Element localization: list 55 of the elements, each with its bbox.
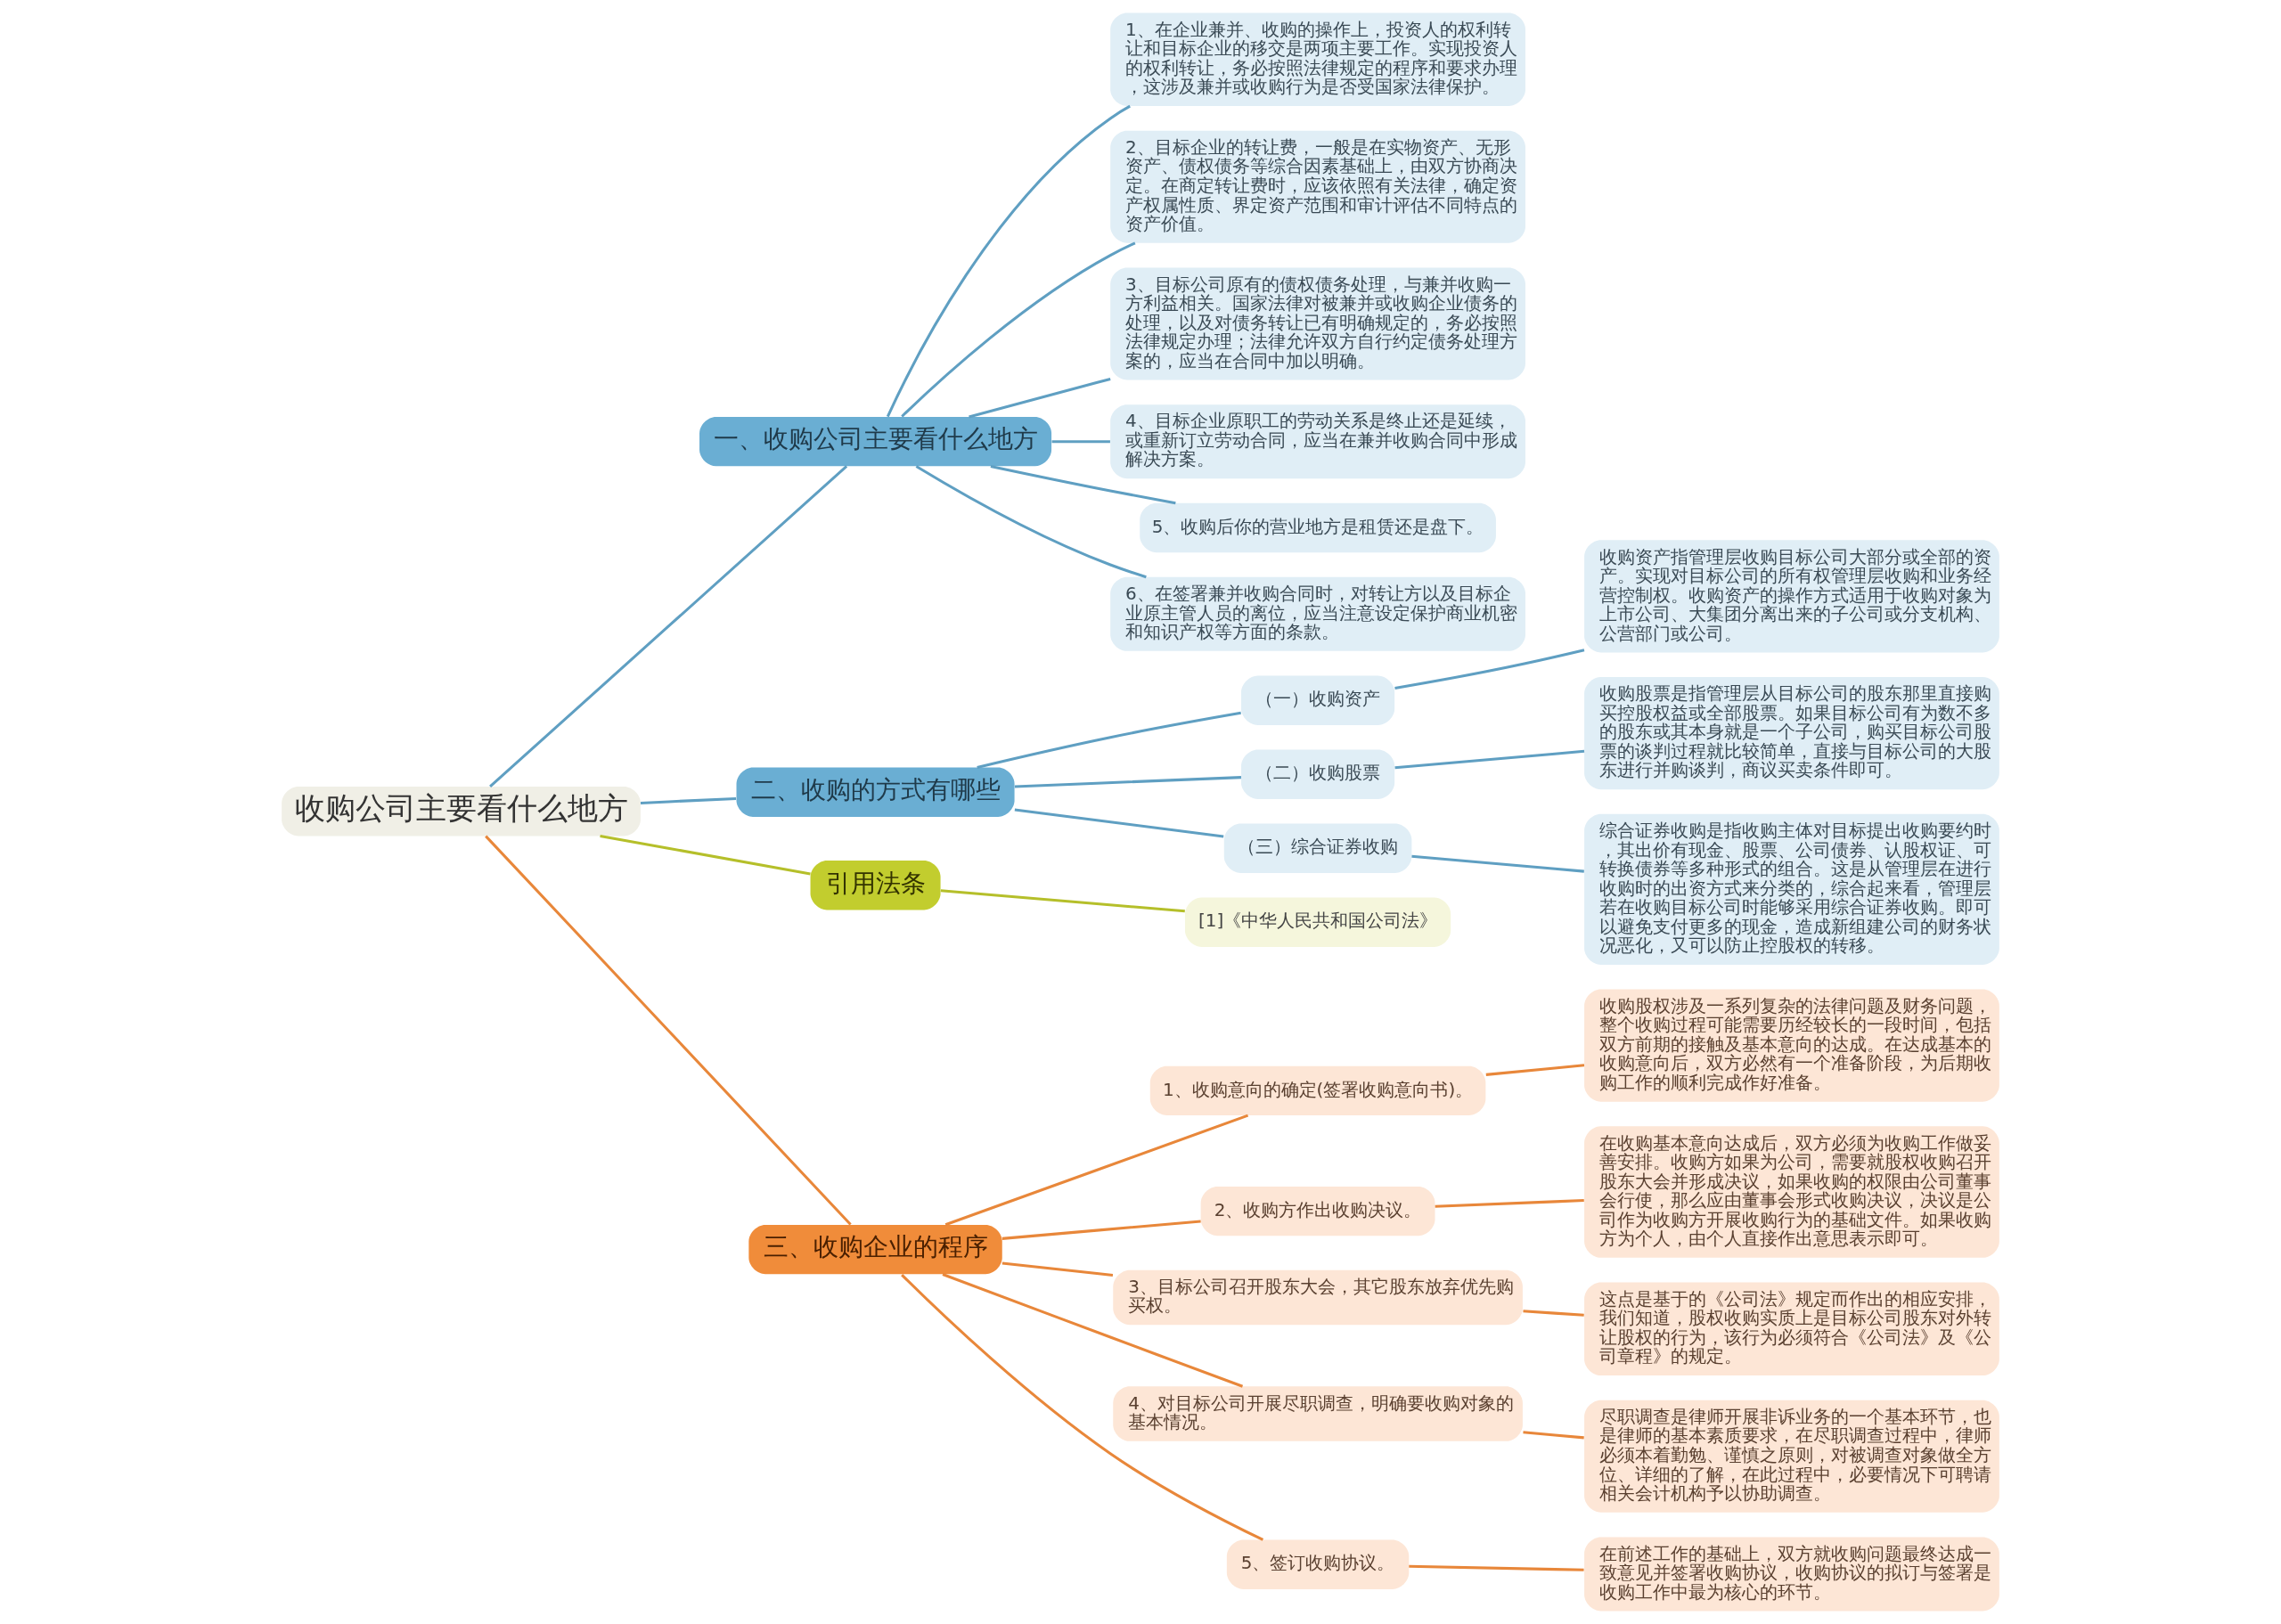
connector [990, 464, 1176, 505]
connector [1002, 1261, 1114, 1277]
node-box: 引用法条 [810, 861, 941, 910]
node-box: 3、目标公司原有的债权债务处理，与兼并收购一方利益相关。国家法律对被兼并或收购企业债务的处理，以及对债务转让已有明确规定的，务必按照法律规定办理；法律允许双方自行约定债务处理方案的，应当在合同中加以明确。 [1110, 267, 1525, 380]
connector [944, 1114, 1249, 1227]
connector [901, 1273, 1264, 1541]
node-box: 5、签订收购协议。 [1226, 1539, 1410, 1589]
node-box: （二）收购股票 [1241, 749, 1395, 799]
node-box: 尽职调查是律师开展非诉业务的一个基本环节，也是律师的基本素质要求，在尽职调查过程中，律师必须本着勤勉、谨慎之原则，对被调查对象做全方位、详细的了解，在此过程中，必要情况下可聘请相关会计机构予以协助调查。 [1584, 1400, 1999, 1513]
connector [1002, 1220, 1201, 1240]
connector [1411, 854, 1584, 873]
node-box: 一、收购公司主要看什么地方 [699, 417, 1052, 467]
connector [1014, 776, 1241, 788]
connector [1394, 749, 1585, 770]
node-box: 3、目标公司召开股东大会，其它股东放弃优先购买权。 [1113, 1269, 1523, 1326]
connector [640, 796, 737, 804]
node-box: 6、在签署兼并收购合同时，对转让方以及目标企业原主管人员的离位，应当注意设定保护商业机密和知识产权等方面的条款。 [1110, 576, 1525, 651]
connector [886, 104, 1131, 418]
node-box: 2、目标企业的转让费，一般是在实物资产、无形资产、债权债务等综合因素基础上，由双方协商决定。在商定转让费时，应该依照有关法律，确定资产权属性质、界定资产范围和审计评估不同特点的资产价值。 [1110, 130, 1525, 243]
node-box: 收购资产指管理层收购目标公司大部分或全部的资产。实现对目标公司的所有权管理层收购和业务经营控制权。收购资产的操作方式适用于收购对象为上市公司、大集团分离出来的子公司或分支机构、公营部门或公司。 [1584, 540, 1999, 653]
connector [1485, 1064, 1585, 1076]
connector [1435, 1198, 1584, 1208]
node-box: 在收购基本意向达成后，双方必须为收购工作做妥善安排。收购方如果为公司，需要就股权收购召开股东大会并形成决议，如果收购的权限由公司董事会行使，那么应由董事会形式收购决议，决议是公司作为收购方开展收购行为的基础文件。如果收购方为个人，由个人直接作出意思表示即可。 [1584, 1126, 1999, 1258]
node-box: 4、对目标公司开展尽职调查，明确要收购对象的基本情况。 [1113, 1386, 1523, 1441]
connector [940, 889, 1185, 913]
connector [1409, 1564, 1584, 1571]
node-box: [1]《中华人民共和国公司法》 [1184, 897, 1451, 947]
node-box: 收购公司主要看什么地方 [282, 787, 641, 836]
node-box: 这点是基于的《公司法》规定而作出的相应安排，我们知道，股权收购实质上是目标公司股东对外转让股权的行为，该行为必须符合《公司法》及《公司章程》的规定。 [1584, 1282, 1999, 1376]
connector [489, 465, 848, 788]
node-box: 二、收购的方式有哪些 [736, 767, 1015, 817]
node-box: 三、收购企业的程序 [748, 1225, 1002, 1275]
node-box: 5、收购后你的营业地方是租赁还是盘下。 [1140, 502, 1496, 553]
node-box: 收购股权涉及一系列复杂的法律问题及财务问题，整个收购过程可能需要历经较长的一段时间，包括双方前期的接触及基本意向的达成。在达成基本的收购意向后，双方必然有一个准备阶段，为后期收购工作的顺利完成作好准备。 [1584, 989, 1999, 1102]
connector [1051, 440, 1110, 444]
node-box: 1、在企业兼并、收购的操作上，投资人的权利转让和目标企业的移交是两项主要工作。实现投资人的权利转让，务必按照法律规定的程序和要求办理，这涉及兼并或收购行为是否受国家法律保护。 [1110, 12, 1525, 107]
connector [1523, 1431, 1584, 1440]
connector [969, 377, 1111, 419]
connector [485, 835, 852, 1226]
connector [1394, 649, 1585, 690]
connector [977, 711, 1241, 769]
connector [1014, 808, 1224, 838]
node-box: 收购股票是指管理层从目标公司的股东那里直接购买控股权益或全部股票。如果目标公司有为数不多的股东或其本身就是一个子公司，购买目标公司股票的谈判过程就比较简单，直接与目标公司的大股东进行并购谈判，商议买卖条件即可。 [1584, 677, 1999, 790]
connector [942, 1273, 1244, 1388]
connector [1523, 1310, 1584, 1317]
node-box: 在前述工作的基础上，双方就收购问题最终达成一致意见并签署收购协议，收购协议的拟订与签署是收购工作中最为核心的环节。 [1584, 1537, 1999, 1612]
node-box: 1、收购意向的确定(签署收购意向书)。 [1149, 1065, 1486, 1115]
node-box: 2、收购方作出收购决议。 [1200, 1186, 1435, 1236]
node-box: （一）收购资产 [1241, 675, 1395, 725]
node-box: 4、目标企业原职工的劳动关系是终止还是延续，或重新订立劳动合同，应当在兼并收购合同中形成解决方案。 [1110, 404, 1525, 479]
node-box: （三）综合证券收购 [1223, 823, 1412, 873]
connector [600, 834, 811, 876]
connector [901, 241, 1136, 418]
node-box: 综合证券收购是指收购主体对目标提出收购要约时，其出价有现金、股票、公司债券、认股权证、可转换债券等多种形式的组合。这是从管理层在进行收购时的出资方式来分类的，综合起来看，管理层若在收购目标公司时能够采用综合证券收购。即可以避免支付更多的现金，造成新组建公司的财务状况恶化，又可以防止控股权的转移。 [1584, 813, 1999, 965]
connector [915, 465, 1147, 579]
